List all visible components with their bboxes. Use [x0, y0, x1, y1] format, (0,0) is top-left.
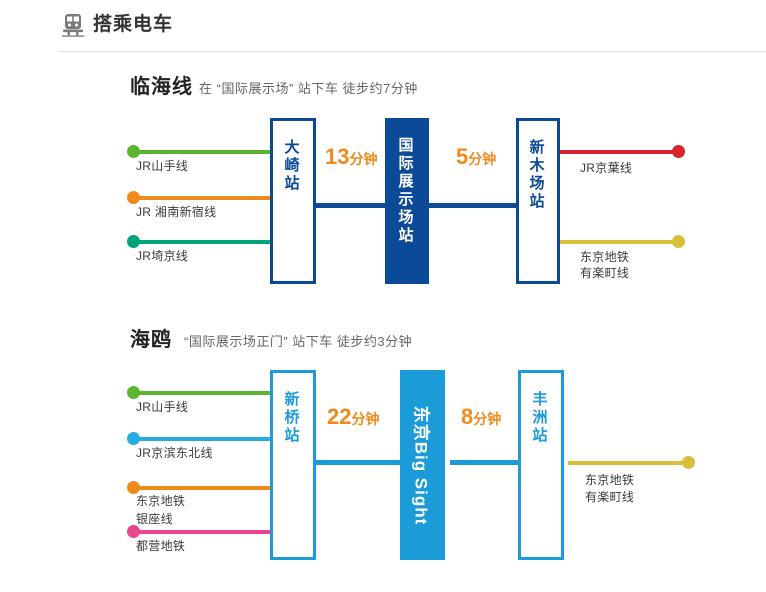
duration-label: 22分钟 [327, 404, 379, 430]
station-char: 场 [398, 209, 416, 226]
station-char: 洲 [532, 409, 550, 426]
station-box-shinkiba[interactable]: 新 木 场 站 [516, 118, 560, 284]
section-title-rinkai: 临海线在 “国际展示场” 站下车 徒步约7分钟 [130, 70, 418, 99]
station-char: 示 [398, 191, 416, 208]
section-title-main: 海鸥 [130, 329, 172, 351]
station-box-shimbashi[interactable]: 新 桥 站 [270, 370, 316, 560]
feeder-dot [127, 386, 140, 399]
station-char: 展 [398, 173, 416, 190]
station-char: 丰 [532, 391, 550, 408]
station-label: 国 际 展 示 场 站 [388, 137, 426, 245]
station-char: 新 [529, 139, 547, 156]
duration-number: 5 [456, 144, 469, 169]
duration-label: 8分钟 [461, 404, 501, 430]
feeder-label: JR山手线 [136, 159, 189, 173]
feeder-label-line2: 银座线 [136, 512, 173, 526]
station-label: 东京Big Sight [403, 373, 442, 557]
feeder-label: JR京滨东北线 [136, 446, 213, 460]
station-char: 际 [398, 155, 416, 172]
duration-unit: 分钟 [351, 411, 380, 427]
section-title-main: 临海线 [130, 76, 193, 98]
page-title: 搭乘电车 [93, 14, 174, 35]
trunk-line [300, 203, 400, 208]
feeder-label: 东京地铁 [580, 250, 630, 264]
feeder-dot [672, 145, 685, 158]
duration-number: 8 [461, 404, 474, 429]
station-char: 场 [529, 175, 547, 192]
station-char: 站 [532, 427, 550, 444]
feeder-label: JR山手线 [136, 400, 189, 414]
trunk-line [450, 460, 545, 465]
station-box-kokusai-tenjijo[interactable]: 国 际 展 示 场 站 [385, 118, 429, 284]
duration-unit: 分钟 [473, 411, 502, 427]
duration-number: 22 [327, 404, 352, 429]
train-icon [61, 14, 85, 37]
feeder-line [136, 240, 276, 244]
station-box-tokyo-big-sight[interactable]: 东京Big Sight [400, 370, 445, 560]
feeder-line [136, 391, 276, 395]
station-char: 站 [284, 427, 302, 444]
section-title-yurikamome: 海鸥 “国际展示场正门” 站下车 徒步约3分钟 [130, 323, 412, 352]
feeder-line [568, 461, 688, 465]
feeder-line [136, 486, 276, 490]
feeder-line [558, 150, 678, 154]
feeder-dot [127, 432, 140, 445]
station-label: 丰 洲 站 [521, 391, 561, 445]
station-char: 站 [398, 227, 416, 244]
feeder-label: 都营地铁 [136, 539, 186, 553]
station-char: 站 [284, 175, 302, 192]
station-char: 崎 [284, 157, 302, 174]
feeder-label: JR京葉线 [580, 161, 633, 175]
section-title-sub: 在 “国际展示场” 站下车 徒步约7分钟 [199, 81, 418, 96]
page-header: 搭乘电车 [0, 0, 766, 52]
station-label: 新 木 场 站 [519, 139, 557, 211]
station-char: 国 [398, 137, 416, 154]
feeder-dot [682, 456, 695, 469]
feeder-line [558, 240, 678, 244]
feeder-dot [127, 191, 140, 204]
header-divider [58, 51, 766, 52]
trunk-line [425, 203, 535, 208]
feeder-dot [127, 145, 140, 158]
feeder-label-line2: 有楽町线 [580, 266, 630, 280]
feeder-line [136, 437, 276, 441]
feeder-label: JR 湘南新宿线 [136, 205, 217, 219]
station-label-text: 东京Big Sight [411, 405, 431, 525]
station-label: 大 崎 站 [273, 139, 313, 193]
duration-label: 5分钟 [456, 144, 496, 170]
feeder-dot [127, 481, 140, 494]
feeder-dot [127, 525, 140, 538]
feeder-line [136, 196, 276, 200]
duration-unit: 分钟 [468, 151, 497, 167]
feeder-line [136, 530, 276, 534]
trunk-line [300, 460, 410, 465]
station-char: 木 [529, 157, 547, 174]
station-box-osaki[interactable]: 大 崎 站 [270, 118, 316, 284]
station-char: 站 [529, 193, 547, 210]
duration-unit: 分钟 [349, 151, 378, 167]
duration-number: 13 [325, 144, 350, 169]
station-box-toyosu[interactable]: 丰 洲 站 [518, 370, 564, 560]
feeder-label: 东京地铁 [585, 473, 635, 487]
feeder-label-line2: 有楽町线 [585, 490, 635, 504]
feeder-label: JR埼京线 [136, 249, 189, 263]
feeder-line [136, 150, 276, 154]
feeder-label: 东京地铁 [136, 494, 186, 508]
station-char: 新 [284, 391, 302, 408]
station-label: 新 桥 站 [273, 391, 313, 445]
duration-label: 13分钟 [325, 144, 377, 170]
feeder-dot [127, 235, 140, 248]
section-title-sub: “国际展示场正门” 站下车 徒步约3分钟 [184, 334, 413, 349]
station-char: 桥 [284, 409, 302, 426]
feeder-dot [672, 235, 685, 248]
station-char: 大 [284, 139, 302, 156]
